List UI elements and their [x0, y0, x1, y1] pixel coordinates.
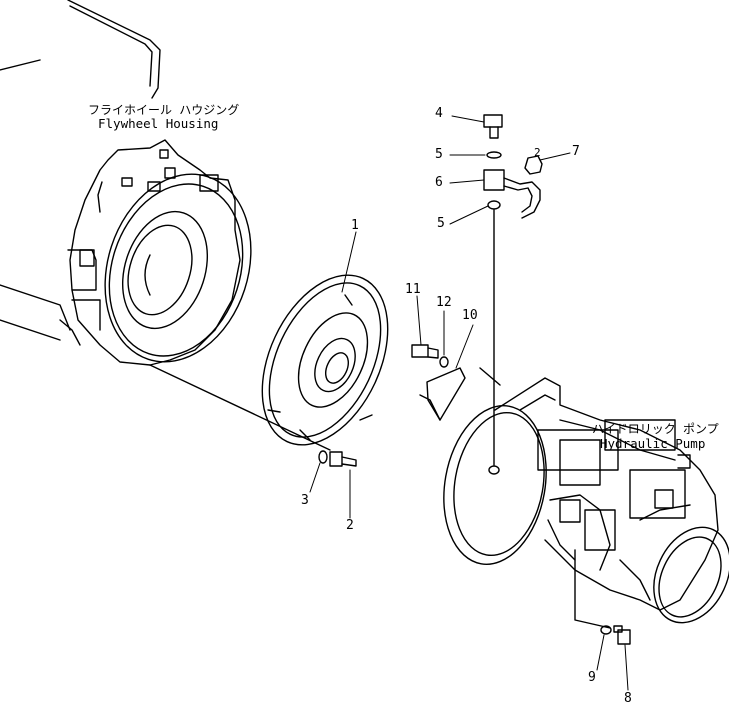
- hydraulic-pump-caption-en: Hydraulic Pump: [600, 436, 706, 451]
- callout-2: 2: [346, 518, 354, 533]
- callout-5-upper: 5: [435, 147, 443, 162]
- callout-9: 9: [588, 670, 596, 685]
- callout-10: 10: [462, 308, 478, 323]
- callout-12: 12: [436, 295, 452, 310]
- callout-8: 8: [624, 691, 632, 706]
- flywheel-housing-caption-jp: フライホイール ハウジング: [88, 103, 240, 117]
- callout-6: 6: [435, 175, 443, 190]
- callout-5-lower: 5: [437, 216, 445, 231]
- hydraulic-pump-caption-jp: ハイドロリック ポンプ: [592, 422, 719, 436]
- callout-4: 4: [435, 106, 443, 121]
- pipe-assembly: [483, 114, 543, 466]
- hydraulic-pump: [443, 367, 729, 629]
- callout-11: 11: [405, 282, 421, 297]
- callout-3: 3: [301, 493, 309, 508]
- flywheel-housing: [0, 0, 331, 451]
- flywheel-housing-caption-en: Flywheel Housing: [98, 116, 219, 131]
- callout-7: 7: [572, 144, 580, 159]
- plug-and-o-ring-8-9: [600, 625, 631, 645]
- cover-plate-assembly: [411, 344, 466, 421]
- callout-2-breather: 2: [534, 146, 541, 159]
- damper-disc: [261, 274, 389, 446]
- callout-1: 1: [351, 218, 359, 233]
- leader-lines: [309, 115, 629, 691]
- bolt-and-washer-2-3: [318, 450, 357, 467]
